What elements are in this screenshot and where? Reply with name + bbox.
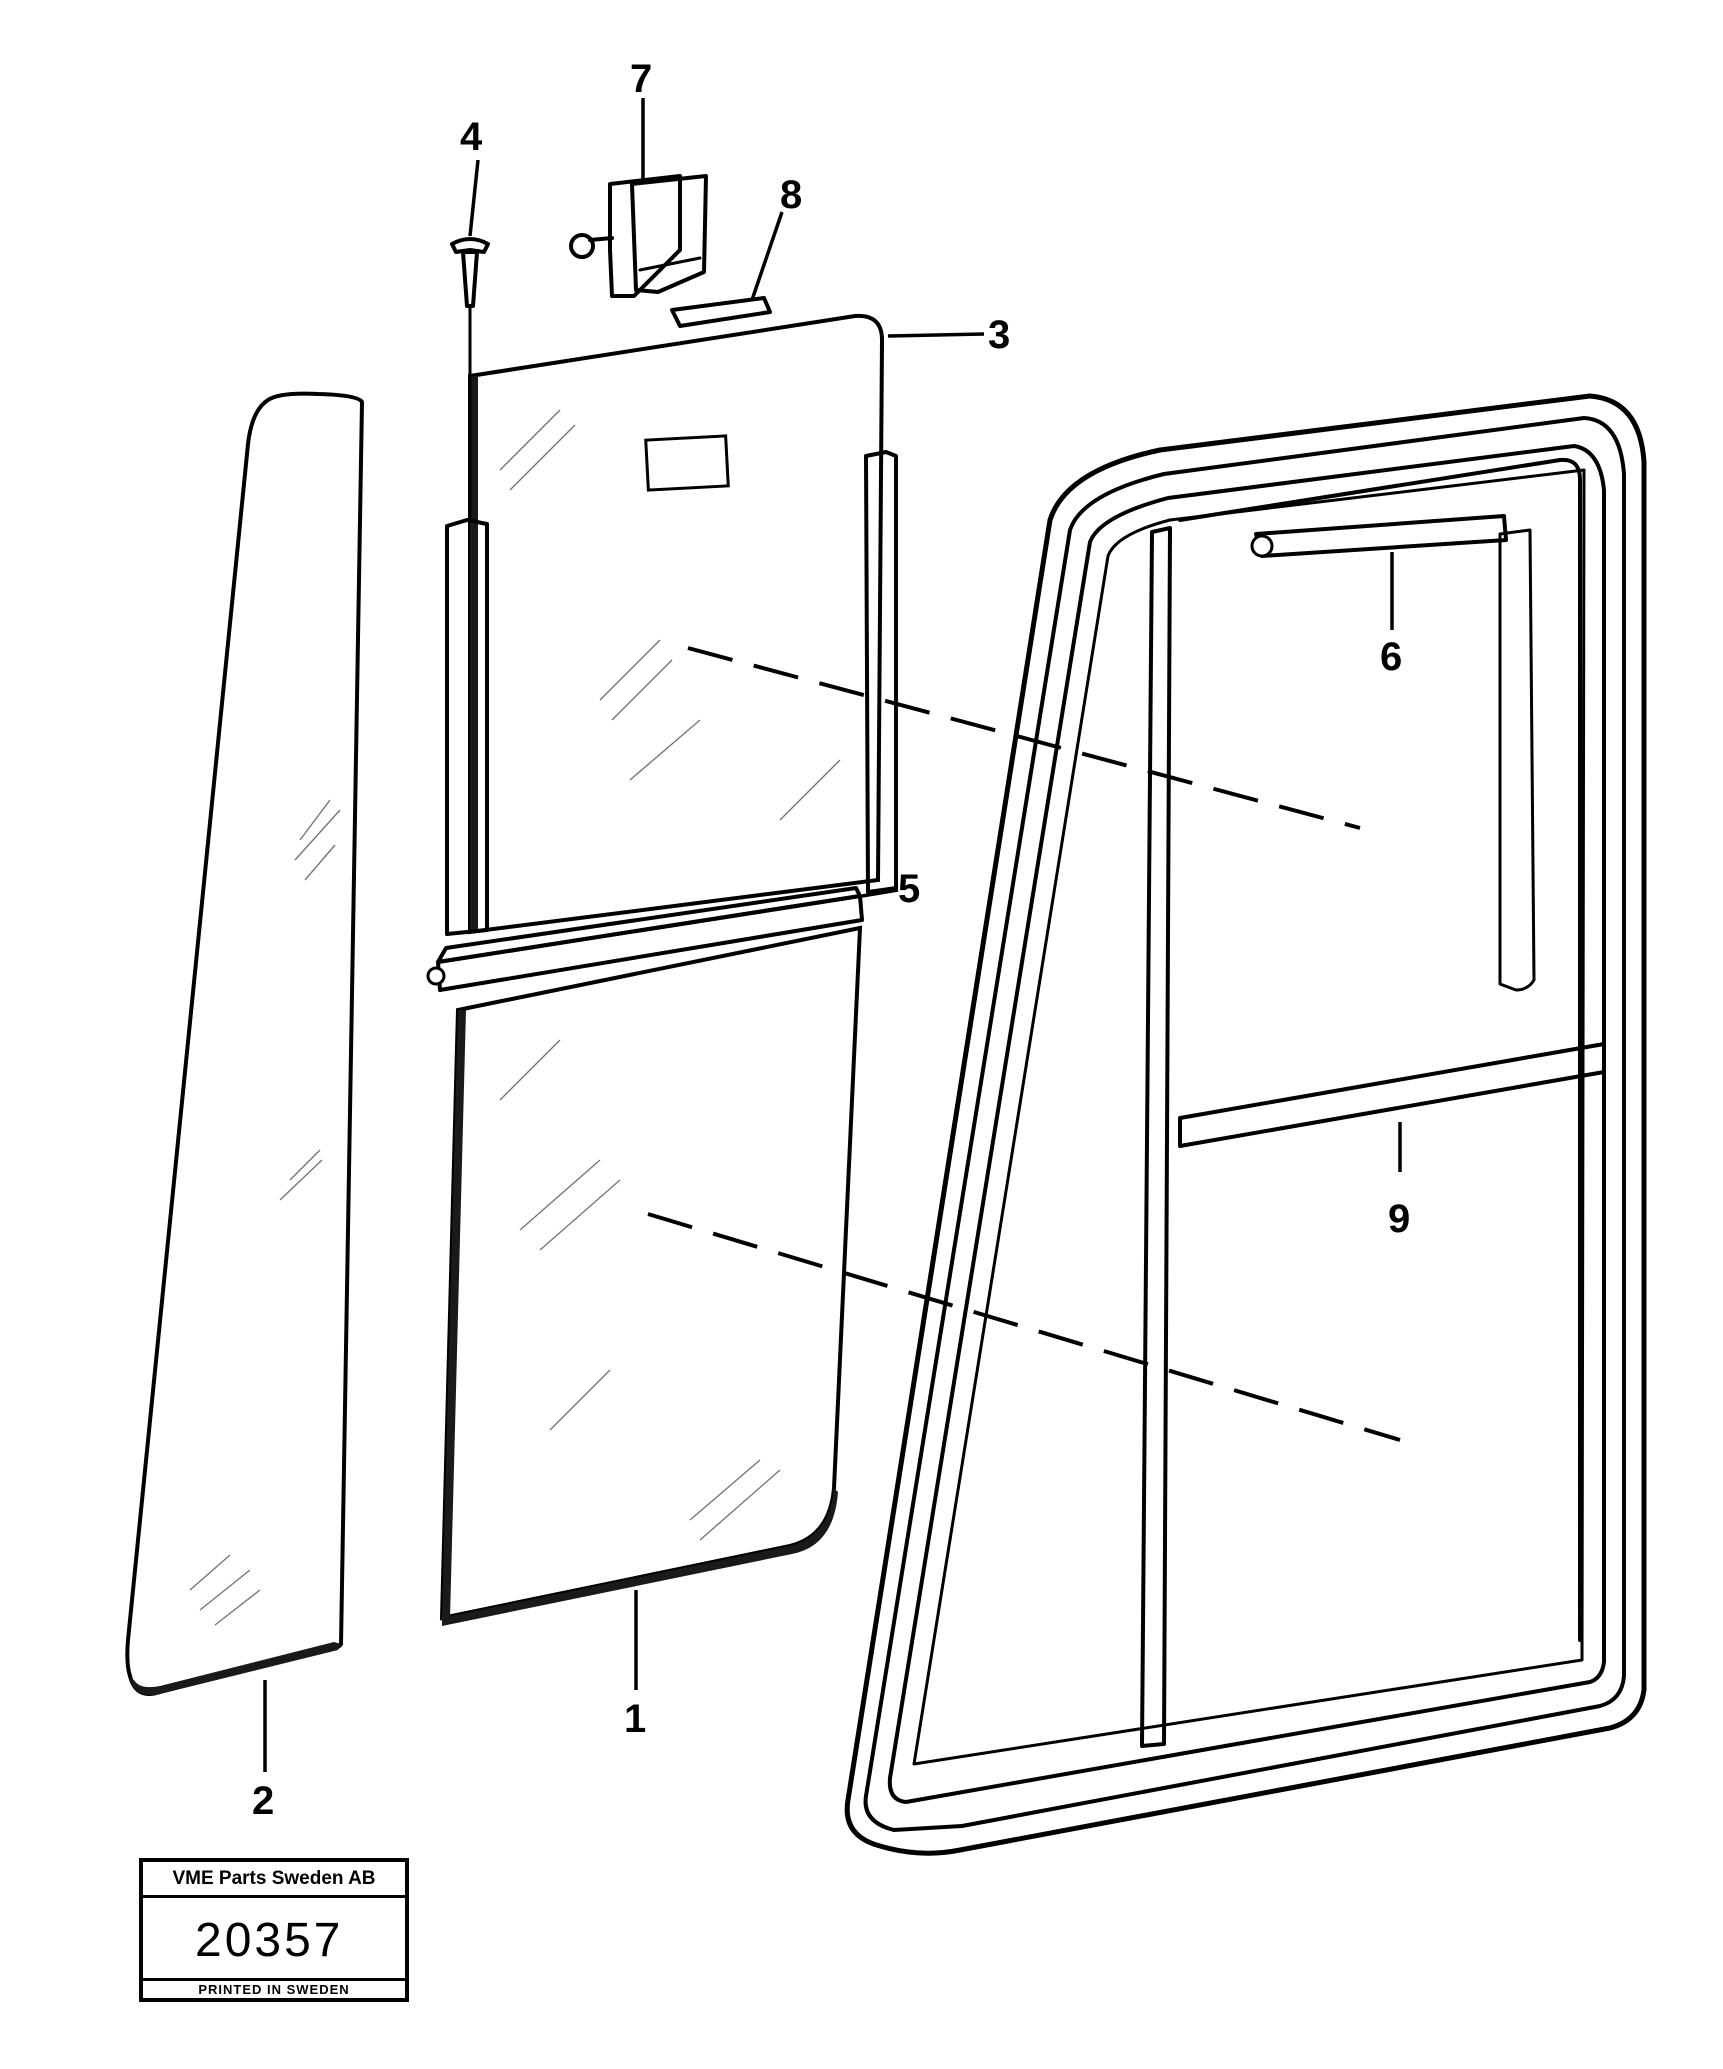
callout-2: 2 [252,1779,274,1823]
alignment-dashes [647,646,1401,1442]
callout-8: 8 [780,173,802,217]
parts-stamp: VME Parts Sweden AB 20357 PRINTED IN SWE… [139,1858,409,2002]
callout-6: 6 [1380,635,1402,679]
leader-lines [263,98,1402,1772]
stamp-number: 20357 [195,1914,344,1967]
callout-1: 1 [624,1697,646,1741]
pad-part-8 [670,296,772,328]
callout-4: 4 [460,115,483,159]
callout-3: 3 [988,313,1010,357]
rail-part-5 [426,886,864,992]
stamp-company: VME Parts Sweden AB [143,1862,405,1898]
upper-glass-part-3 [468,313,885,935]
callout-9: 9 [1388,1197,1410,1241]
latch-part-7 [569,174,708,298]
lower-glass-part-1 [439,925,863,1626]
callout-7: 7 [630,57,652,101]
side-glass-part-2 [125,391,365,1696]
rivet-part-4 [450,237,490,520]
callout-5: 5 [898,867,920,911]
upper-glass-side-channels [445,450,898,936]
window-frame [844,393,1647,1856]
stamp-printed: PRINTED IN SWEDEN [143,1978,405,1998]
